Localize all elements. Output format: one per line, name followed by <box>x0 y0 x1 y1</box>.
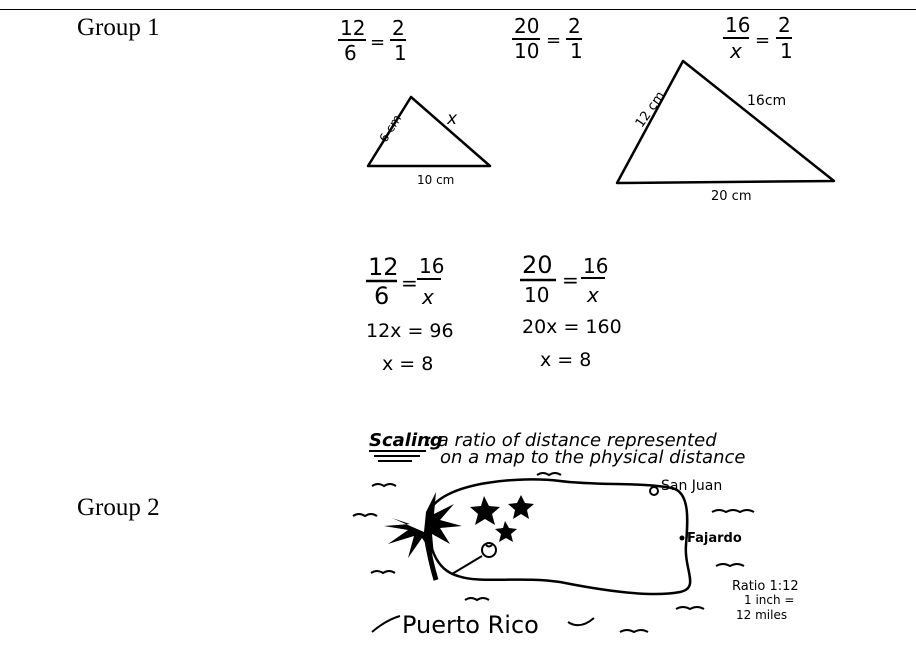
puerto-rico-map: San Juan Fajardo Ratio 1:12 1 inch = 12 … <box>352 472 799 639</box>
large-triangle-bottom-label: 20 cm <box>711 189 752 204</box>
group-2-label: Group 2 <box>77 494 160 521</box>
proportion-1-denominator: 6 <box>374 282 389 310</box>
proportion-2-rhs-numerator: 16 <box>583 254 608 278</box>
ratio-2-rhs-denominator: 1 <box>570 39 583 63</box>
proportion-2-denominator: 10 <box>524 283 549 307</box>
fajardo-marker <box>679 535 685 541</box>
palm-tree-icon <box>384 492 462 581</box>
scaling-definition: Scaling : a ratio of distance represente… <box>369 430 745 468</box>
scaling-line-1: : a ratio of distance represented <box>426 430 717 451</box>
proportion-2: 20 10 = 16 x 20x = 160 x = 8 <box>520 251 622 371</box>
fajardo-label: Fajardo <box>687 531 742 546</box>
small-triangle-bottom-label: 10 cm <box>417 173 454 187</box>
ratio-1-rhs-numerator: 2 <box>392 16 405 40</box>
ratio-3-denominator: x <box>729 39 742 63</box>
proportion-1-rhs-denominator: x <box>421 285 434 309</box>
map-ratio-miles: 12 miles <box>736 608 787 622</box>
proportion-2-step-1: 20x = 160 <box>522 316 622 338</box>
ratio-2-rhs-numerator: 2 <box>568 14 581 38</box>
group-1-label: Group 1 <box>77 14 160 41</box>
puerto-rico-label: Puerto Rico <box>402 611 539 639</box>
star-icon <box>470 495 534 542</box>
proportion-2-rhs-denominator: x <box>586 283 599 307</box>
ratio-2: 20 10 = 2 1 <box>512 14 583 63</box>
san-juan-marker <box>649 486 659 496</box>
person-icon <box>451 542 497 575</box>
ratio-3-rhs-numerator: 2 <box>778 13 791 37</box>
svg-text:=: = <box>370 32 385 53</box>
ratio-3: 16 x = 2 1 <box>723 13 793 63</box>
ratio-1-numerator: 12 <box>340 16 365 40</box>
proportion-2-step-2: x = 8 <box>540 349 591 371</box>
proportion-1-step-1: 12x = 96 <box>366 320 454 342</box>
large-triangle-right-label: 16cm <box>747 93 786 109</box>
san-juan-label: San Juan <box>661 478 722 494</box>
scaling-line-2: on a map to the physical distance <box>440 447 745 468</box>
ratio-1-rhs-denominator: 1 <box>394 41 407 65</box>
small-triangle-left-label: 6 cm <box>377 112 405 145</box>
svg-text:=: = <box>562 268 579 292</box>
proportion-1: 12 6 = 16 x 12x = 96 x = 8 <box>366 253 454 375</box>
large-triangle-left-label: 12 cm <box>633 89 669 131</box>
svg-text:=: = <box>755 30 770 51</box>
ratio-2-denominator: 10 <box>514 39 539 63</box>
svg-text:=: = <box>546 30 561 51</box>
svg-text:=: = <box>401 271 418 295</box>
ratio-3-numerator: 16 <box>725 13 750 37</box>
proportion-2-numerator: 20 <box>522 251 553 279</box>
large-triangle: 12 cm 16cm 20 cm <box>615 59 836 204</box>
ratio-1: 12 6 = 2 1 <box>338 16 407 65</box>
proportion-1-step-2: x = 8 <box>382 353 433 375</box>
small-triangle: 6 cm x 10 cm <box>366 95 492 187</box>
top-rule <box>0 9 916 10</box>
ratio-2-numerator: 20 <box>514 14 539 38</box>
proportion-1-numerator: 12 <box>368 253 399 281</box>
map-ratio-label: Ratio 1:12 <box>732 579 799 594</box>
ratio-3-rhs-denominator: 1 <box>780 39 793 63</box>
scaling-term: Scaling <box>369 430 443 451</box>
small-triangle-right-label: x <box>446 109 458 129</box>
map-ratio-inch: 1 inch = <box>744 593 794 607</box>
proportion-1-rhs-numerator: 16 <box>419 254 444 278</box>
ratio-1-denominator: 6 <box>344 41 357 65</box>
